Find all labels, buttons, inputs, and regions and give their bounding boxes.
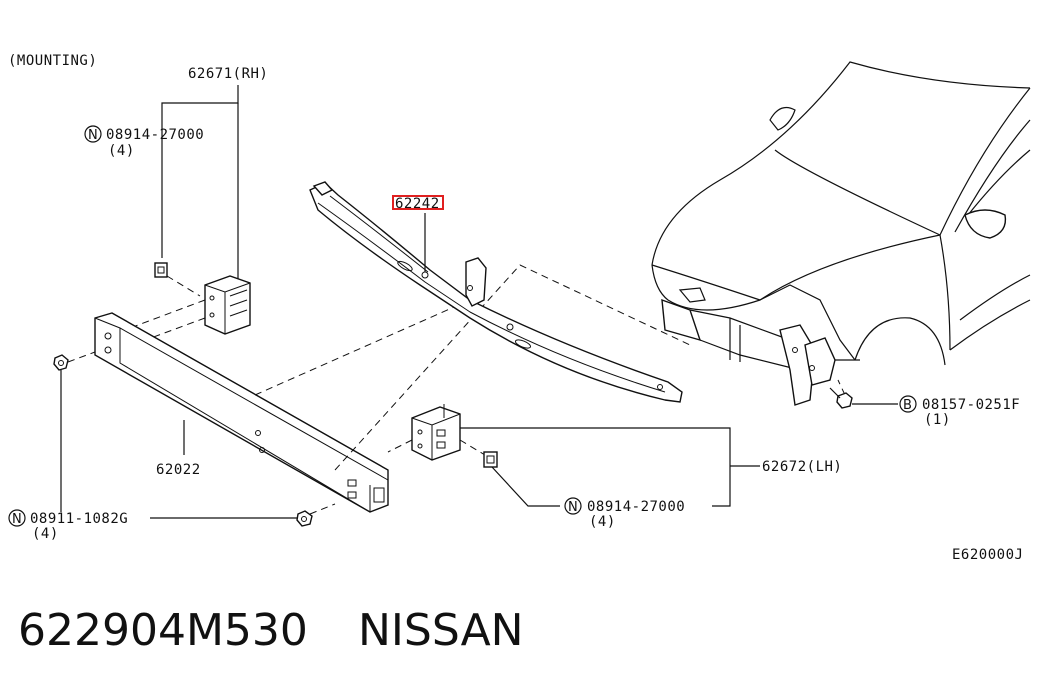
diagram-code-label: E620000J	[952, 547, 1023, 563]
rh-nut-qty-label: (4)	[108, 143, 135, 159]
bolt-qty-label: (1)	[924, 412, 951, 428]
left-bolt-icon	[53, 354, 69, 371]
beam-to-support-guide-1	[254, 299, 471, 396]
rh-clip-nut	[154, 262, 168, 278]
lh-nut-leader	[491, 466, 560, 507]
rh-bracket-guide-1	[129, 299, 206, 329]
left-bolt-guide	[67, 351, 96, 363]
lh-nut-symbol-icon: N	[564, 497, 582, 515]
svg-text:B: B	[903, 398, 912, 413]
nut-symbol-icon: N	[84, 125, 102, 143]
rh-bracket-part	[204, 275, 251, 335]
mounting-label: (MOUNTING)	[8, 53, 97, 69]
bolt2-qty-label: (4)	[32, 526, 59, 542]
reinforcement-label[interactable]: 62022	[156, 462, 201, 478]
lh-nut-guide	[459, 439, 486, 456]
lh-bracket-part	[411, 404, 461, 461]
lh-bracket-guide	[387, 439, 413, 453]
bottom-bolt-guide	[309, 503, 336, 515]
lh-clip-nut	[483, 451, 498, 468]
rh-bracket-label[interactable]: 62671(RH)	[188, 66, 268, 82]
footer-part-number: 622904M530	[18, 605, 308, 656]
bolt-part-label[interactable]: 08157-0251F	[922, 397, 1020, 413]
upper-support-part	[309, 181, 683, 403]
rh-nut-guide	[166, 275, 201, 297]
lh-nut-qty-label: (4)	[589, 514, 616, 530]
bolt2-part-label[interactable]: 08911-1082G	[30, 511, 128, 527]
rh-nut-part-label[interactable]: 08914-27000	[106, 127, 204, 143]
lh-bracket-leader	[460, 427, 731, 507]
svg-text:N: N	[12, 512, 22, 527]
bottom-bolt-icon	[296, 510, 313, 527]
bolt-symbol-icon: B	[899, 395, 917, 413]
svg-text:N: N	[568, 500, 578, 515]
lh-bracket-label[interactable]: 62672(LH)	[762, 459, 842, 475]
footer-brand: NISSAN	[358, 605, 524, 656]
bolt2-symbol-icon: N	[8, 509, 26, 527]
lh-nut-part-label[interactable]: 08914-27000	[587, 499, 685, 515]
front-bolt-icon	[829, 387, 853, 409]
beam-to-vehicle-guide	[334, 264, 691, 471]
support-highlight	[392, 195, 444, 210]
reinforcement-beam	[94, 312, 389, 513]
vehicle-outline	[651, 61, 1031, 406]
svg-text:N: N	[88, 128, 98, 143]
support-label[interactable]: 62242	[395, 196, 440, 212]
rh-bracket-leader	[161, 85, 239, 258]
